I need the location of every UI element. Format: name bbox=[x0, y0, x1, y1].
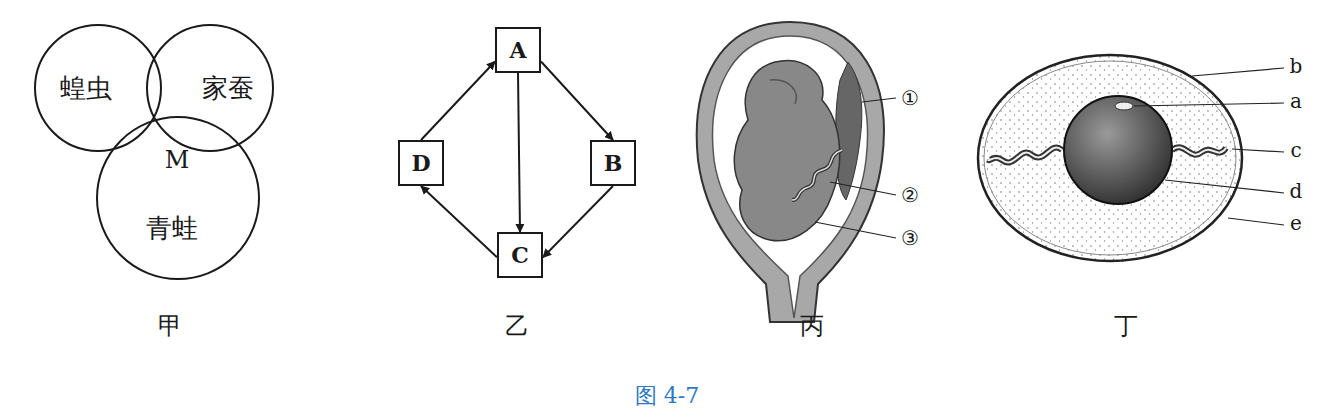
part-letter: e bbox=[1290, 213, 1302, 233]
callout-number: ③ bbox=[901, 228, 919, 248]
intersection-letter: M bbox=[165, 148, 190, 172]
box-letter: D bbox=[411, 150, 430, 176]
circle-label: 家蚕 bbox=[202, 71, 254, 106]
box-letter: C bbox=[511, 242, 529, 268]
stage-box: A bbox=[495, 27, 541, 73]
figure-caption: 图 4-7 bbox=[635, 385, 699, 407]
venn-circle: 家蚕 bbox=[146, 24, 274, 152]
flow-arrow bbox=[543, 186, 613, 257]
part-letter: b bbox=[1290, 56, 1303, 76]
circle-outline bbox=[96, 116, 260, 280]
circle-label: 蝗虫 bbox=[60, 71, 112, 106]
stage-box: D bbox=[398, 140, 444, 186]
flow-arrow bbox=[421, 62, 495, 141]
circle-label: 青蛙 bbox=[146, 211, 198, 246]
flow-arrow bbox=[541, 62, 613, 141]
callout-number: ② bbox=[901, 185, 919, 205]
panel-caption: 丁 bbox=[1114, 314, 1138, 338]
flow-arrow bbox=[518, 73, 520, 232]
part-letter: d bbox=[1290, 181, 1303, 201]
box-letter: B bbox=[604, 150, 623, 176]
stage-box: B bbox=[590, 140, 636, 186]
panel-caption: 甲 bbox=[158, 314, 182, 338]
stage-box: C bbox=[497, 232, 543, 278]
uterus-figure bbox=[697, 22, 896, 322]
venn-circle: 蝗虫 bbox=[34, 24, 162, 152]
panel-caption: 丙 bbox=[800, 314, 824, 338]
panel-caption: 乙 bbox=[505, 314, 529, 338]
box-letter: A bbox=[509, 37, 526, 63]
egg-figure bbox=[978, 55, 1284, 261]
part-letter: c bbox=[1290, 140, 1301, 160]
callout-number: ① bbox=[901, 88, 919, 108]
part-letter: a bbox=[1290, 91, 1302, 111]
flow-arrow bbox=[421, 186, 497, 257]
venn-circle: 青蛙 bbox=[96, 116, 260, 280]
